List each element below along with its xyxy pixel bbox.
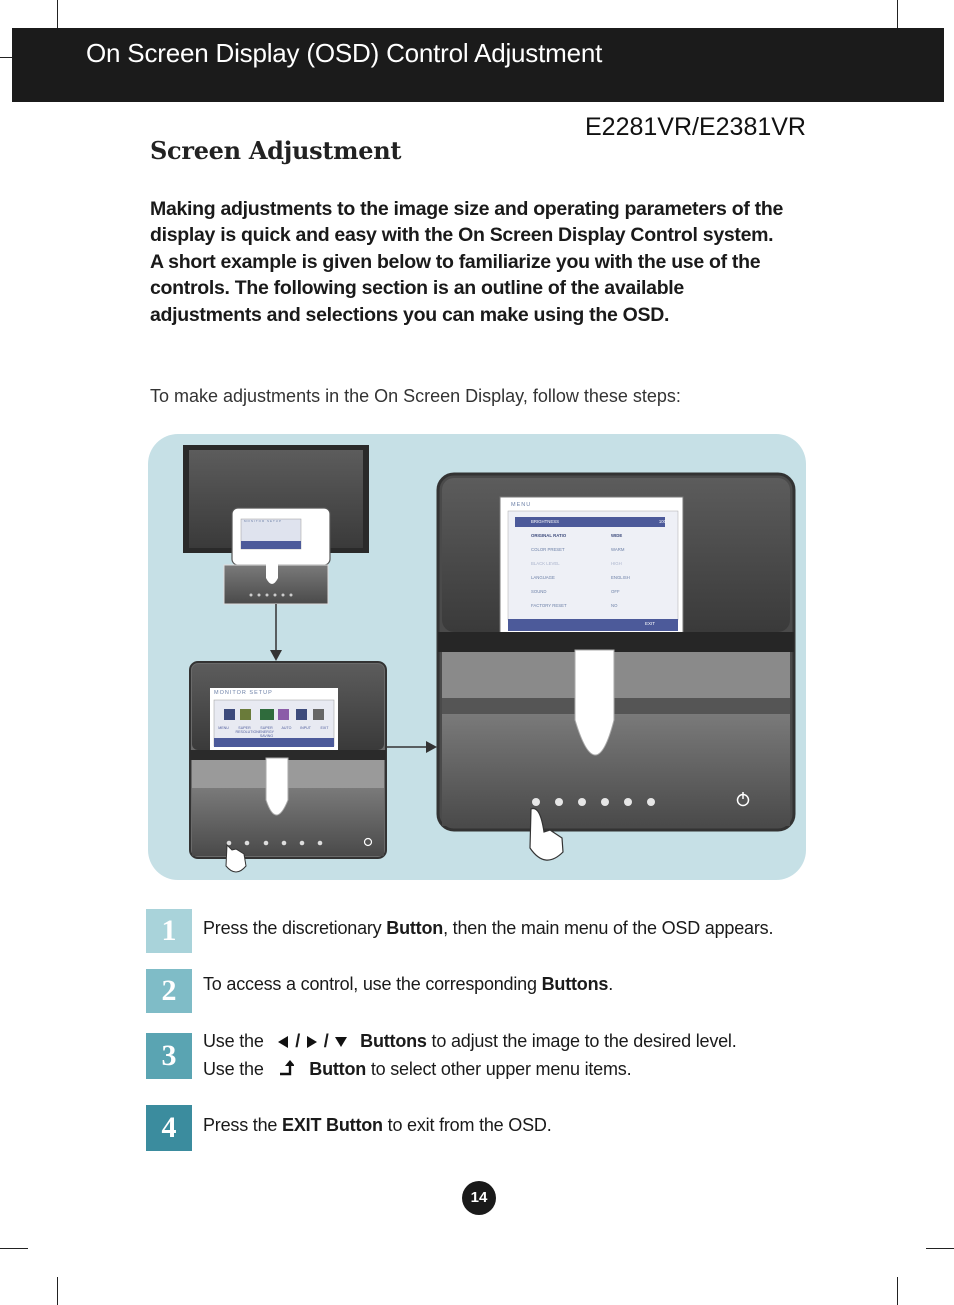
osd-item-super-resolution: SUPER RESOLUTION (235, 726, 259, 734)
intro-paragraph-2: A short example is given below to famili… (150, 250, 761, 326)
osd-small-title: MONITOR SETUP (244, 519, 282, 523)
crop-mark (0, 1248, 28, 1249)
osd-item-menu: MENU (218, 726, 229, 730)
step-text-3: Use the / / Buttons to adjust the image … (203, 1027, 737, 1084)
monitor-medium-illustration (189, 661, 387, 873)
monitor-large-illustration (436, 472, 796, 861)
osd-menu-exit: EXIT (645, 621, 656, 626)
step-3-line-2: Use the Button to select other upper men… (203, 1055, 737, 1084)
osd-item-exit: EXIT (320, 726, 329, 730)
crop-mark (0, 57, 12, 58)
osd-monitor-setup-title: MONITOR SETUP (214, 690, 273, 696)
osd-monitor-setup-items: MENU SUPER RESOLUTION SUPER ENERGY SAVIN… (214, 726, 334, 738)
return-up-icon (278, 1056, 296, 1084)
osd-menu-title: MENU (511, 502, 532, 508)
page-number: 14 (462, 1181, 496, 1215)
step-3-line-1: Use the / / Buttons to adjust the image … (203, 1027, 737, 1055)
step-number-2: 2 (146, 969, 192, 1013)
arrow-buttons-icon: / / (278, 1027, 348, 1055)
step-number-3: 3 (146, 1033, 192, 1079)
section-title: Screen Adjustment (150, 136, 402, 165)
crop-mark (57, 1277, 58, 1305)
osd-item-input: INPUT (300, 726, 311, 730)
osd-item-auto: AUTO (281, 726, 292, 730)
crop-mark (57, 0, 58, 28)
header-bar (12, 28, 944, 102)
step-number-1: 1 (146, 909, 192, 953)
step-text-1: Press the discretionary Button, then the… (203, 918, 774, 938)
lead-text: To make adjustments in the On Screen Dis… (150, 386, 681, 406)
intro-paragraph-1: Making adjustments to the image size and… (150, 198, 783, 247)
step-text-2: To access a control, use the correspondi… (203, 974, 614, 994)
model-number: E2281VR/E2381VR (585, 113, 806, 141)
step-number-4: 4 (146, 1105, 192, 1151)
osd-item-super-energy: SUPER ENERGY SAVING (258, 726, 275, 738)
intro-text: Making adjustments to the image size and… (150, 196, 800, 328)
crop-mark (897, 0, 898, 28)
step-text-4: Press the EXIT Button to exit from the O… (203, 1115, 552, 1135)
crop-mark (897, 1277, 898, 1305)
page-title: On Screen Display (OSD) Control Adjustme… (86, 38, 603, 68)
monitor-small-illustration (183, 445, 369, 605)
crop-mark (926, 1248, 954, 1249)
